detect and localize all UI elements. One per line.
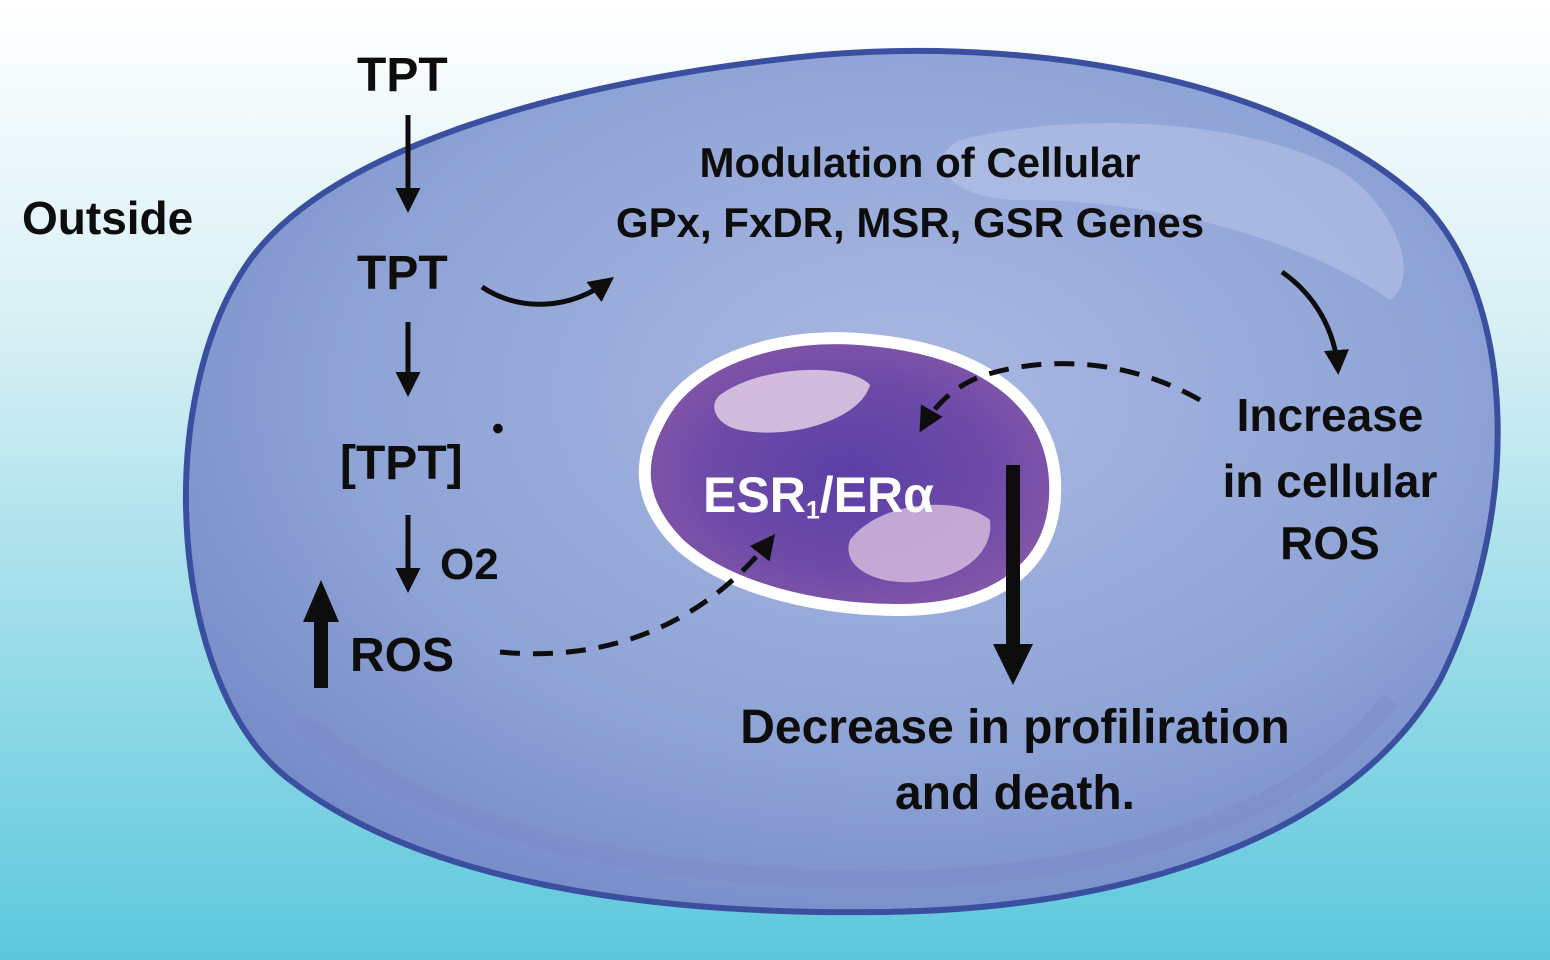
- dashed-arrow-increase-to-nucleus: [919, 361, 1202, 433]
- label-tpt-radical: [TPT]: [340, 437, 463, 490]
- cell-highlight: [942, 123, 1404, 300]
- radical-dot: •: [492, 410, 504, 448]
- label-tpt-outside: TPT: [357, 49, 448, 102]
- label-nucleus-esr1-er-alpha: ESR1/ERα: [703, 470, 934, 523]
- label-decrease-line2: and death.: [894, 767, 1136, 820]
- label-modulation-line2: GPx, FxDR, MSR, GSR Genes: [615, 199, 1205, 246]
- ros-increase-up-arrow: [303, 580, 339, 688]
- label-outside: Outside: [22, 192, 194, 244]
- nucleus-highlight-top: [714, 369, 870, 433]
- label-tpt-inside: TPT: [357, 247, 448, 300]
- arrow-tpt-to-modulation: [480, 277, 615, 307]
- label-ros-left: ROS: [350, 629, 455, 682]
- nucleus-to-decrease-down-arrow: [993, 465, 1033, 685]
- nucleus-highlight-right: [848, 504, 991, 583]
- label-o2: O2: [440, 540, 499, 589]
- label-increase-line2: in cellular: [1222, 455, 1438, 507]
- label-increase-line3: ROS: [1280, 517, 1380, 569]
- label-nucleus-esr: ESR: [703, 467, 806, 523]
- arrow-modulation-to-increase: [1280, 269, 1349, 375]
- label-nucleus-er-alpha: /ERα: [819, 467, 934, 523]
- label-nucleus-subscript: 1: [805, 496, 820, 525]
- cell-inner-shadow: [294, 694, 1398, 890]
- dashed-arrow-ros-to-nucleus: [499, 534, 776, 657]
- label-modulation-line1: Modulation of Cellular: [699, 139, 1141, 186]
- label-increase-line1: Increase: [1236, 389, 1424, 441]
- label-decrease-line1: Decrease in profiliration: [740, 701, 1290, 754]
